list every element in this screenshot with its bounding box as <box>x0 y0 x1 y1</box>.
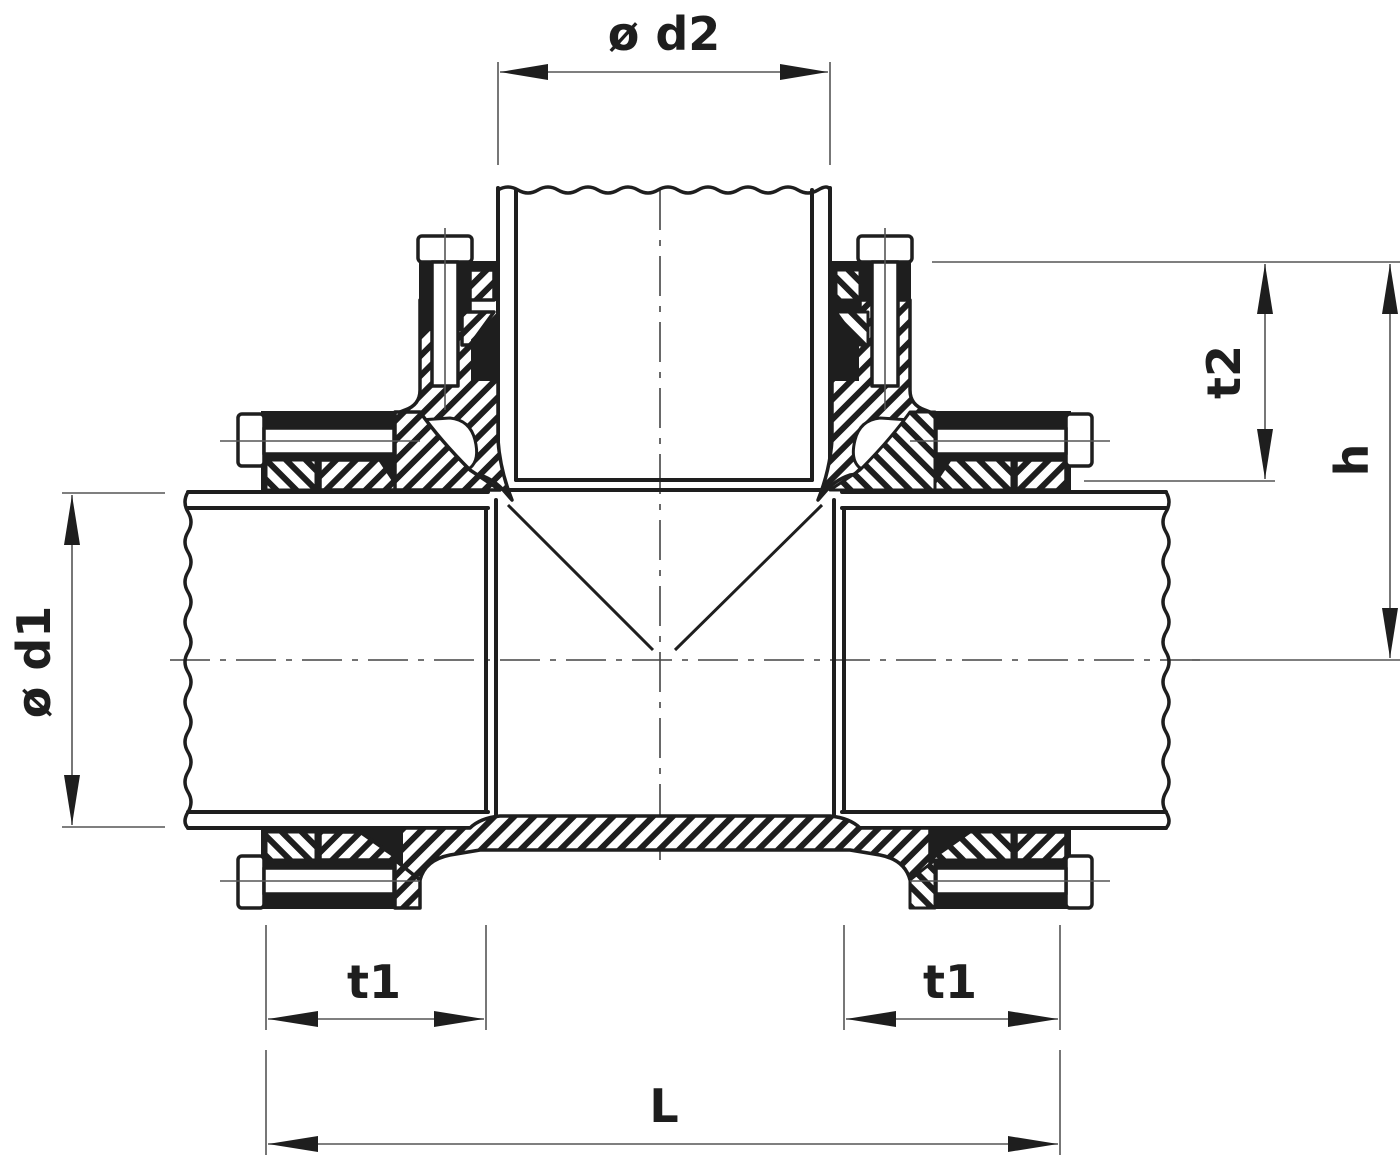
clamp-bolt-branch-left <box>416 228 474 410</box>
dimension-h: h <box>1192 264 1400 661</box>
clamp-bolt-main-bottom-right <box>910 854 1110 910</box>
clamp-bolt-main-top-right <box>910 412 1110 468</box>
dimension-t1-right: t1 <box>843 925 1061 1030</box>
branch-pipe <box>496 185 832 492</box>
center-lines <box>170 190 1200 860</box>
tee-internal-cone <box>506 503 824 652</box>
clamp-bolt-branch-right <box>856 228 914 410</box>
label-d1: ø d1 <box>7 606 61 719</box>
label-h: h <box>1325 444 1379 477</box>
clamp-bolt-main-top-left <box>220 412 420 468</box>
dimension-d2: ø d2 <box>497 7 831 165</box>
dimension-t2: t2 <box>932 261 1400 482</box>
dimension-L: L <box>265 1050 1061 1155</box>
label-L: L <box>649 1079 678 1133</box>
dimension-t1-left: t1 <box>265 925 487 1030</box>
dimension-d1: ø d1 <box>7 492 165 828</box>
label-t1-right: t1 <box>923 955 977 1009</box>
label-d2: ø d2 <box>608 7 721 61</box>
label-t1-left: t1 <box>347 955 401 1009</box>
label-t2: t2 <box>1197 345 1251 399</box>
tee-body-bottom <box>261 814 1071 910</box>
clamp-bolt-main-bottom-left <box>220 854 420 910</box>
